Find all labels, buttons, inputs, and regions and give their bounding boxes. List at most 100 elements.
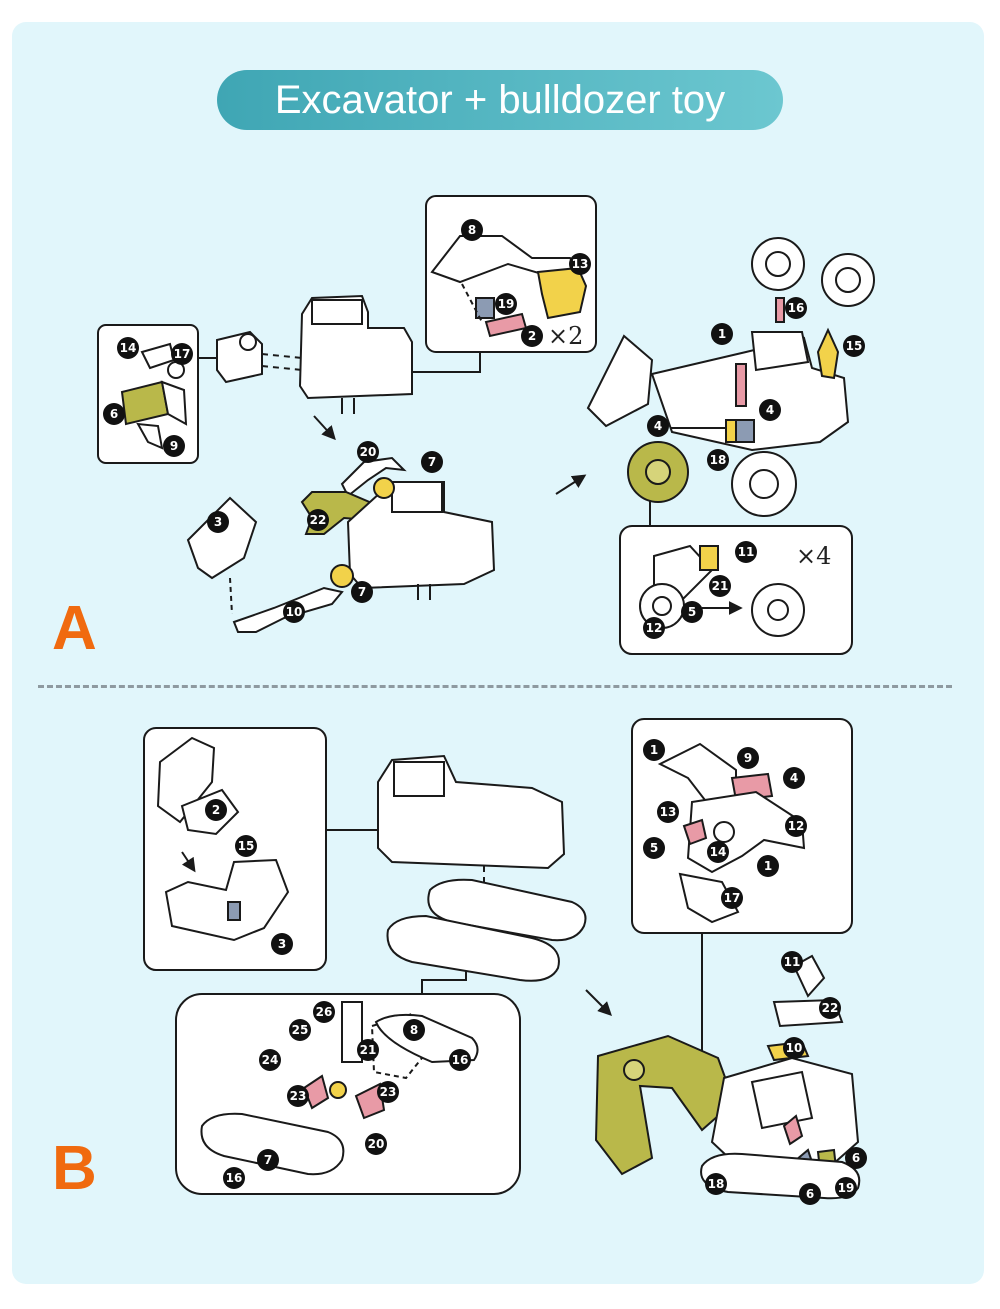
part-arm-olive — [594, 1034, 736, 1176]
svg-text:14: 14 — [710, 845, 727, 859]
svg-text:2: 2 — [528, 329, 536, 343]
badge-17-b: 17 — [721, 887, 743, 909]
badge-8-b: 8 — [403, 1019, 425, 1041]
section-b-letter: B — [52, 1134, 97, 1203]
badge-5-b: 5 — [643, 837, 665, 859]
svg-text:1: 1 — [650, 743, 658, 757]
svg-text:1: 1 — [764, 859, 772, 873]
badge-7-top: 7 — [421, 451, 443, 473]
badge-22: 22 — [307, 509, 329, 531]
badge-21: 21 — [709, 575, 731, 597]
badge-9-b: 9 — [737, 747, 759, 769]
badge-12: 12 — [643, 617, 665, 639]
part-13-yellow — [536, 266, 588, 320]
badge-10-b: 10 — [783, 1037, 805, 1059]
badge-4-b: 4 — [783, 767, 805, 789]
section-a-labels: 14 17 6 9 8 13 19 2 ×2 20 7 3 22 7 10 16… — [103, 219, 865, 639]
part-3-blue-b — [227, 901, 241, 921]
badge-4-left: 4 — [647, 415, 669, 437]
badge-5: 5 — [681, 601, 703, 623]
svg-text:3: 3 — [278, 937, 286, 951]
badge-20: 20 — [357, 441, 379, 463]
section-divider — [38, 685, 952, 688]
badge-6: 6 — [103, 403, 125, 425]
svg-text:19: 19 — [498, 297, 515, 311]
svg-text:9: 9 — [170, 439, 178, 453]
svg-text:22: 22 — [822, 1001, 839, 1015]
svg-text:4: 4 — [654, 419, 662, 433]
title-banner: Excavator + bulldozer toy — [217, 70, 783, 130]
badge-3: 3 — [207, 511, 229, 533]
svg-text:4: 4 — [790, 771, 798, 785]
svg-text:16: 16 — [226, 1171, 243, 1185]
badge-12-b: 12 — [785, 815, 807, 837]
badge-19: 19 — [495, 293, 517, 315]
multiplier-x4: ×4 — [796, 542, 831, 570]
badge-13: 13 — [569, 253, 591, 275]
assembly-diagram: 14 17 6 9 8 13 19 2 ×2 20 7 3 22 7 10 16… — [97, 195, 875, 1205]
badge-17: 17 — [171, 343, 193, 365]
part-16-pink — [775, 297, 785, 323]
part-15-yellow — [816, 327, 840, 380]
svg-text:17: 17 — [724, 891, 741, 905]
svg-text:23: 23 — [380, 1085, 397, 1099]
svg-text:16: 16 — [788, 301, 805, 315]
part-bucket-loader — [586, 334, 654, 428]
badge-14: 14 — [117, 337, 139, 359]
badge-4-right: 4 — [759, 399, 781, 421]
svg-text:23: 23 — [290, 1089, 307, 1103]
svg-text:17: 17 — [174, 347, 191, 361]
section-b-diagram — [143, 718, 861, 1200]
badge-18-b: 18 — [705, 1173, 727, 1195]
svg-text:22: 22 — [310, 513, 327, 527]
badge-14-b: 14 — [707, 841, 729, 863]
badge-7-b: 7 — [257, 1149, 279, 1171]
badge-21-b: 21 — [357, 1039, 379, 1061]
badge-6-b-bottom: 6 — [799, 1183, 821, 1205]
svg-text:20: 20 — [368, 1137, 385, 1151]
part-7-yellow-top — [373, 477, 395, 499]
part-23-pink-left — [302, 1074, 330, 1110]
svg-text:26: 26 — [316, 1005, 333, 1019]
badge-23-b-left: 23 — [287, 1085, 309, 1107]
multiplier-x2: ×2 — [548, 322, 583, 350]
svg-text:19: 19 — [838, 1181, 855, 1195]
section-b-labels: 2 15 3 26 25 21 8 16 24 23 23 20 7 16 1 … — [205, 739, 867, 1205]
part-13-pink-b — [682, 818, 708, 846]
svg-text:9: 9 — [744, 751, 752, 765]
badge-11-b: 11 — [781, 951, 803, 973]
svg-text:7: 7 — [264, 1153, 272, 1167]
svg-text:7: 7 — [358, 585, 366, 599]
track-bottom-b — [386, 914, 560, 982]
badge-7-bottom: 7 — [351, 581, 373, 603]
section-a-letter: A — [52, 594, 97, 663]
badge-16: 16 — [785, 297, 807, 319]
badge-23-b-right: 23 — [377, 1081, 399, 1103]
badge-1: 1 — [711, 323, 733, 345]
badge-15-b: 15 — [235, 835, 257, 857]
part-19-blue — [475, 297, 495, 319]
svg-text:18: 18 — [710, 453, 727, 467]
badge-15: 15 — [843, 335, 865, 357]
svg-text:6: 6 — [806, 1187, 814, 1201]
svg-text:8: 8 — [410, 1023, 418, 1037]
part-7-yellow-bottom — [330, 564, 354, 588]
badge-25-b: 25 — [289, 1019, 311, 1041]
svg-text:5: 5 — [688, 605, 696, 619]
badge-9: 9 — [163, 435, 185, 457]
badge-10: 10 — [283, 601, 305, 623]
svg-text:12: 12 — [646, 621, 663, 635]
part-18-pink-b — [782, 1114, 804, 1146]
badge-16-b-top: 16 — [449, 1049, 471, 1071]
badge-6-b-right: 6 — [845, 1147, 867, 1169]
svg-text:4: 4 — [766, 403, 774, 417]
badge-26-b: 26 — [313, 1001, 335, 1023]
svg-text:7: 7 — [428, 455, 436, 469]
svg-text:5: 5 — [650, 841, 658, 855]
badge-2-b: 2 — [205, 799, 227, 821]
part-8-track-b — [374, 1013, 479, 1064]
part-3-bucket — [186, 496, 258, 580]
svg-text:1: 1 — [718, 327, 726, 341]
badge-19-b: 19 — [835, 1177, 857, 1199]
svg-text:21: 21 — [712, 579, 729, 593]
